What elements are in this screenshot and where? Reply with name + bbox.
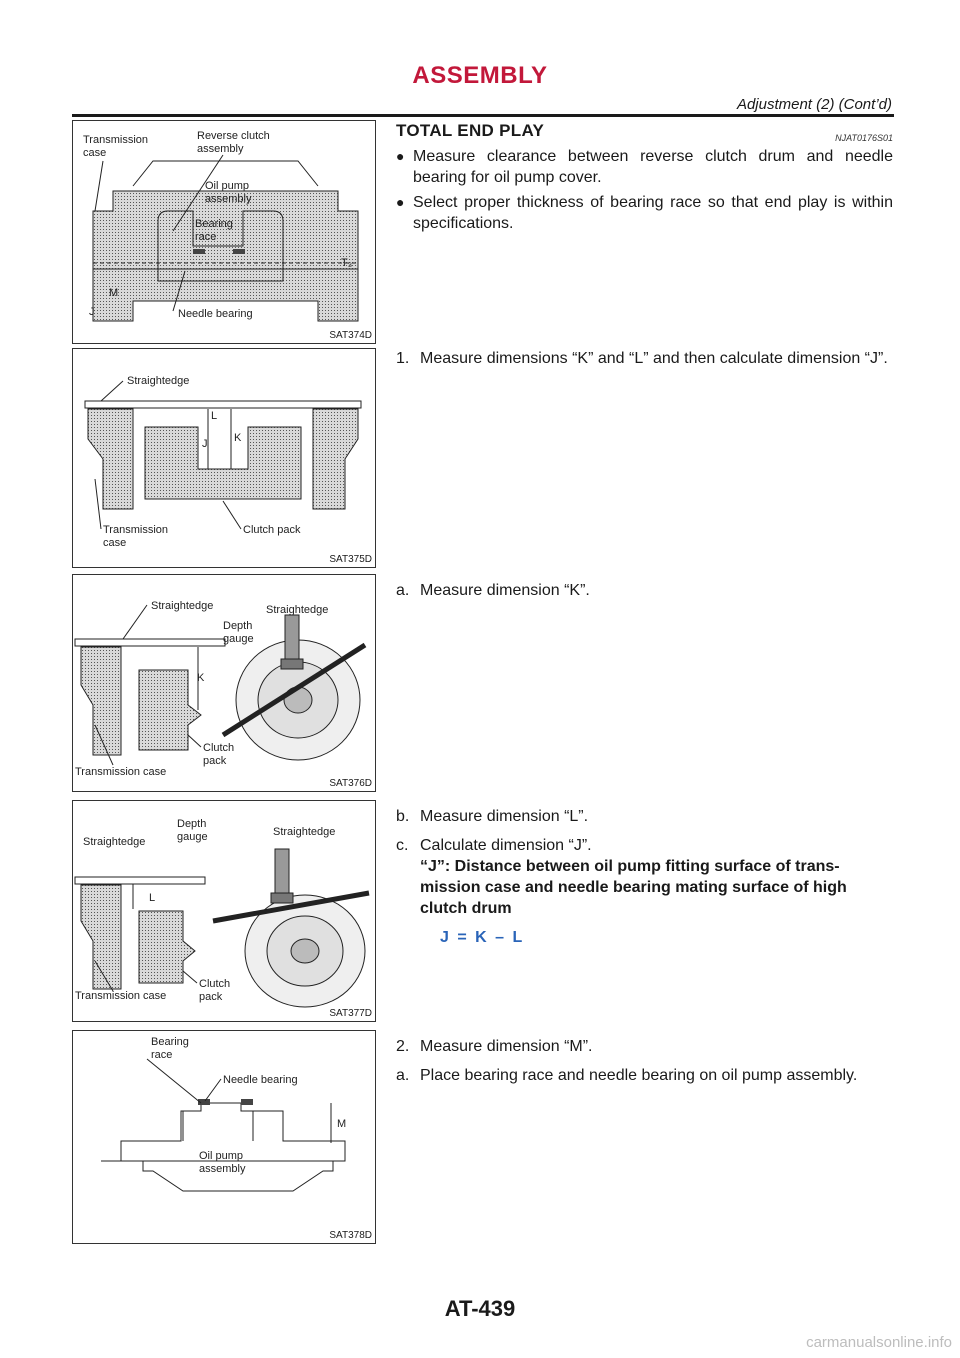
label-k: K — [234, 432, 242, 444]
section-ref-code: NJAT0176S01 — [835, 133, 893, 143]
label-depth: Depth — [177, 818, 206, 830]
bullet-item: ● Measure clearance between reverse clut… — [396, 148, 893, 186]
page-number: AT-439 — [444, 1296, 516, 1321]
label-case: case — [103, 537, 126, 549]
label-bearing: Bearing — [195, 218, 233, 230]
label-straightedge: Straightedge — [127, 375, 189, 387]
page-title: ASSEMBLY — [412, 62, 548, 89]
label-k: K — [197, 672, 205, 684]
bullet-icon: ● — [396, 194, 405, 210]
figure-id: SAT377D — [329, 1008, 372, 1019]
figure-sat376d: Straightedge Straightedge Depth gauge K … — [72, 574, 376, 792]
step-1a: a. Measure dimension “K”. — [396, 580, 893, 609]
label-transmission-case: Transmission case — [75, 766, 166, 778]
step-item: a. Measure dimension “K”. — [396, 582, 590, 599]
j-definition: “J”: Distance between oil pump fitting s… — [420, 858, 847, 917]
label-straightedge: Straightedge — [151, 600, 213, 612]
figure-sat376d-drawing: Straightedge Straightedge Depth gauge K … — [74, 600, 367, 778]
label-transmission-case: Transmission case — [75, 990, 166, 1002]
label-depth: Depth — [223, 620, 252, 632]
label-gauge: gauge — [223, 633, 254, 645]
figure-id: SAT378D — [329, 1230, 372, 1241]
label-race: race — [195, 231, 216, 243]
page-subtitle: Adjustment (2) (Cont’d) — [736, 96, 892, 113]
label-needle-bearing: Needle bearing — [223, 1074, 298, 1086]
label-oil-pump: Oil pump — [205, 180, 249, 192]
figure-id: SAT376D — [329, 778, 372, 789]
label-m: M — [337, 1118, 346, 1130]
figure-id: SAT374D — [329, 330, 372, 341]
figure-sat375d: Straightedge L J K Transmission case Clu… — [72, 348, 376, 568]
formula: J = K – L — [440, 929, 525, 946]
label-assembly: assembly — [199, 1163, 246, 1175]
section-title: TOTAL END PLAY — [396, 121, 545, 140]
label-gauge: gauge — [177, 831, 208, 843]
label-m: M — [109, 287, 118, 299]
label-oil-pump-assembly: assembly — [205, 193, 252, 205]
step-item: 2. Measure dimension “M”. — [396, 1038, 593, 1055]
bullet-icon: ● — [396, 148, 405, 164]
figure-sat377d: Straightedge Straightedge Depth gauge L … — [72, 800, 376, 1022]
label-clutch-pack: Clutch pack — [243, 524, 301, 536]
label-straightedge-right: Straightedge — [273, 826, 335, 838]
step-item: 1. Measure dimensions “K” and “L” and th… — [396, 350, 888, 367]
label-clutch: Clutch — [199, 978, 230, 990]
step-item: b. Measure dimension “L”. — [396, 808, 589, 825]
label-race: race — [151, 1049, 172, 1061]
label-t3: T₃ — [341, 257, 352, 269]
step-item: a. Place bearing race and needle bearing… — [396, 1067, 858, 1084]
label-pack: pack — [203, 755, 227, 767]
step-1: 1. Measure dimensions “K” and “L” and th… — [396, 348, 893, 377]
label-l: L — [211, 410, 217, 422]
step-1b-1c: b. Measure dimension “L”. c. Calculate d… — [396, 806, 893, 948]
step-2: 2. Measure dimension “M”. a. Place beari… — [396, 1036, 893, 1094]
label-needle-bearing: Needle bearing — [178, 308, 253, 320]
label-straightedge: Straightedge — [83, 836, 145, 848]
section-total-end-play: TOTAL END PLAY NJAT0176S01 ● Measure cle… — [396, 120, 893, 234]
label-l: L — [149, 892, 155, 904]
step-item: c. Calculate dimension “J”. — [396, 837, 592, 854]
figure-sat378d: Bearing race Needle bearing M Oil pump a… — [72, 1030, 376, 1244]
label-bearing: Bearing — [151, 1036, 189, 1048]
label-j: J — [89, 306, 95, 318]
figure-sat377d-drawing: Straightedge Straightedge Depth gauge L … — [74, 818, 370, 1008]
header-rule — [72, 114, 894, 117]
page-header: ASSEMBLY Adjustment (2) (Cont’d) — [0, 0, 960, 120]
label-assembly: assembly — [197, 143, 244, 155]
watermark: carmanualsonline.info — [806, 1334, 952, 1351]
label-straightedge-right: Straightedge — [266, 604, 328, 616]
figure-sat375d-drawing: Straightedge L J K Transmission case Clu… — [84, 375, 362, 549]
label-case: case — [83, 147, 106, 159]
label-transmission: Transmission — [83, 134, 148, 146]
label-clutch: Clutch — [203, 742, 234, 754]
figure-id: SAT375D — [329, 554, 372, 565]
figure-sat378d-drawing: Bearing race Needle bearing M Oil pump a… — [101, 1036, 346, 1192]
label-transmission: Transmission — [103, 524, 168, 536]
figure-sat374d: Transmission case Reverse clutch assembl… — [72, 120, 376, 344]
figure-sat374d-drawing: Transmission case Reverse clutch assembl… — [83, 130, 359, 322]
label-reverse-clutch: Reverse clutch — [197, 130, 270, 142]
bullet-item: ● Select proper thickness of bearing rac… — [396, 194, 893, 232]
label-oil-pump: Oil pump — [199, 1150, 243, 1162]
label-j: J — [202, 438, 208, 450]
label-pack: pack — [199, 991, 223, 1003]
